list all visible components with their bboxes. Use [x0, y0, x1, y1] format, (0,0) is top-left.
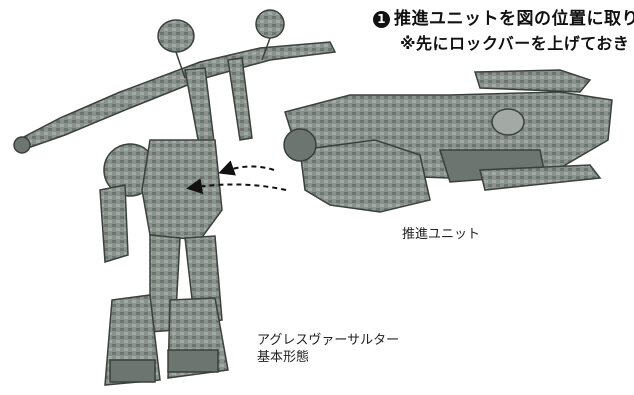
instruction-note: ※先にロックバーを上げておき — [400, 34, 630, 53]
robot-name-label: アグレスヴァーサルター — [257, 333, 400, 348]
robot-model — [13, 9, 337, 386]
step-number-badge: 1 — [373, 11, 390, 28]
robot-label: アグレスヴァーサルター 基本形態 — [257, 332, 399, 366]
propulsion-unit-label: 推進ユニット — [402, 227, 481, 242]
attachment-arrows — [186, 160, 287, 195]
robot-form-label: 基本形態 — [257, 350, 310, 365]
instruction-text: 推進ユニットを図の位置に取り付 — [394, 9, 634, 29]
propulsion-unit-model — [283, 69, 613, 213]
